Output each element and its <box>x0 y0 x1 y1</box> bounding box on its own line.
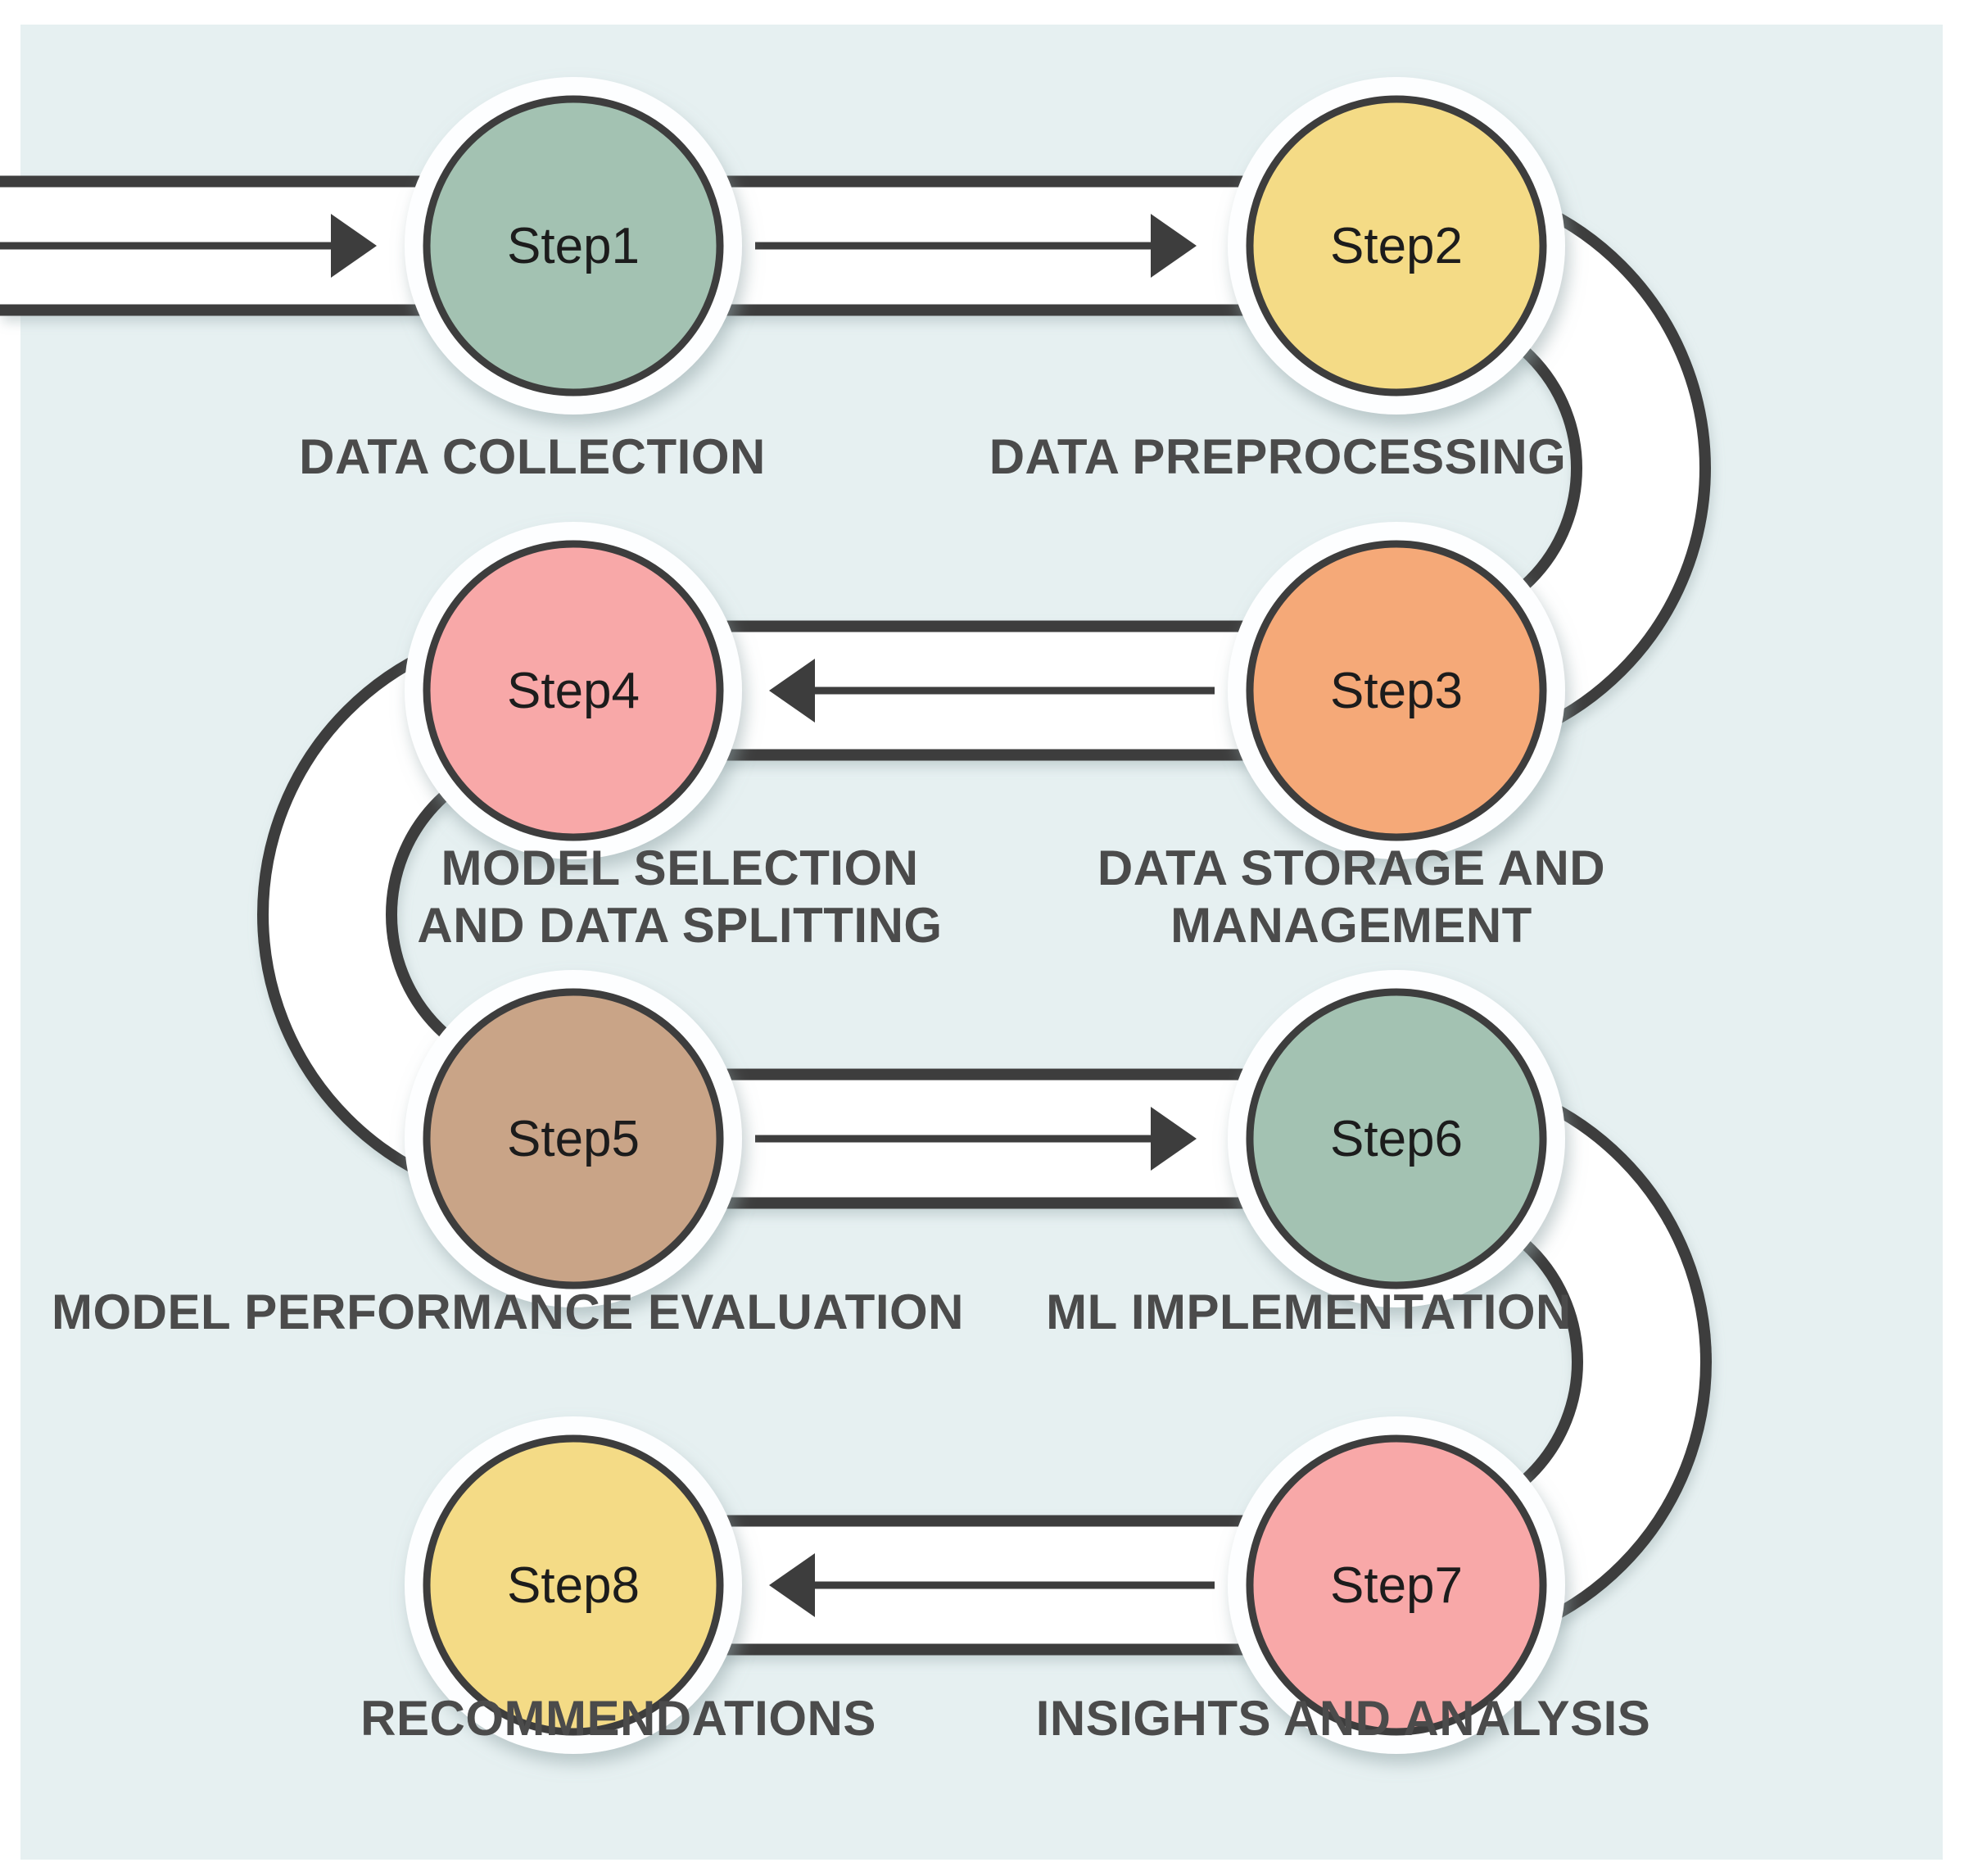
step-8-badge: Step8 <box>507 1557 640 1614</box>
step-5-node: Step5 <box>405 970 742 1307</box>
step-4-label-line2: AND DATA SPLITTING <box>417 898 942 953</box>
step-6-circle <box>1246 988 1547 1289</box>
step-8-node: Step8 <box>405 1416 742 1754</box>
step-3-label-line1: DATA STORAGE AND <box>1097 841 1605 895</box>
step-6-node: Step6 <box>1228 970 1565 1307</box>
step-3-badge: Step3 <box>1330 663 1463 719</box>
step-1-badge: Step1 <box>507 218 640 274</box>
step-2-node: Step2 <box>1228 77 1565 415</box>
step-1-label: DATA COLLECTION <box>299 429 766 484</box>
step-4-label-line1: MODEL SELECTION <box>441 841 918 895</box>
arrow-left-step3-step4-icon <box>769 659 1215 723</box>
step-2-circle <box>1246 95 1547 396</box>
step-5-circle <box>423 988 724 1289</box>
step-7-circle <box>1246 1434 1547 1736</box>
step-3-circle <box>1246 540 1547 841</box>
step-5-badge: Step5 <box>507 1111 640 1167</box>
step-7-node: Step7 <box>1228 1416 1565 1754</box>
step-8-label: RECOMMENDATIONS <box>360 1691 876 1746</box>
step-4-circle <box>423 540 724 841</box>
arrow-right-step1-step2-icon <box>755 214 1197 278</box>
step-2-badge: Step2 <box>1330 218 1463 274</box>
flow-tube <box>0 175 1712 1656</box>
step-3-node: Step3 <box>1228 522 1565 859</box>
flow-tube-core <box>0 187 1700 1644</box>
step-7-label: INSIGHTS AND ANALYSIS <box>1036 1691 1651 1746</box>
flow-arrows <box>0 214 1215 1617</box>
arrow-right-step5-step6-icon <box>755 1107 1197 1171</box>
arrow-left-step7-step8-icon <box>769 1553 1215 1617</box>
step-1-circle <box>423 95 724 396</box>
step-5-label: MODEL PERFORMANCE EVALUATION <box>52 1285 964 1339</box>
step-4-node: Step4 <box>405 522 742 859</box>
step-6-badge: Step6 <box>1330 1111 1463 1167</box>
step-7-badge: Step7 <box>1330 1557 1463 1614</box>
step-2-label: DATA PREPROCESSING <box>989 429 1567 484</box>
step-3-label-line2: MANAGEMENT <box>1170 898 1532 953</box>
arrow-right-entry-icon <box>0 214 377 278</box>
step-4-badge: Step4 <box>507 663 640 719</box>
step-6-label: ML IMPLEMENTATION <box>1046 1285 1572 1339</box>
step-1-node: Step1 <box>405 77 742 415</box>
step-8-circle <box>423 1434 724 1736</box>
